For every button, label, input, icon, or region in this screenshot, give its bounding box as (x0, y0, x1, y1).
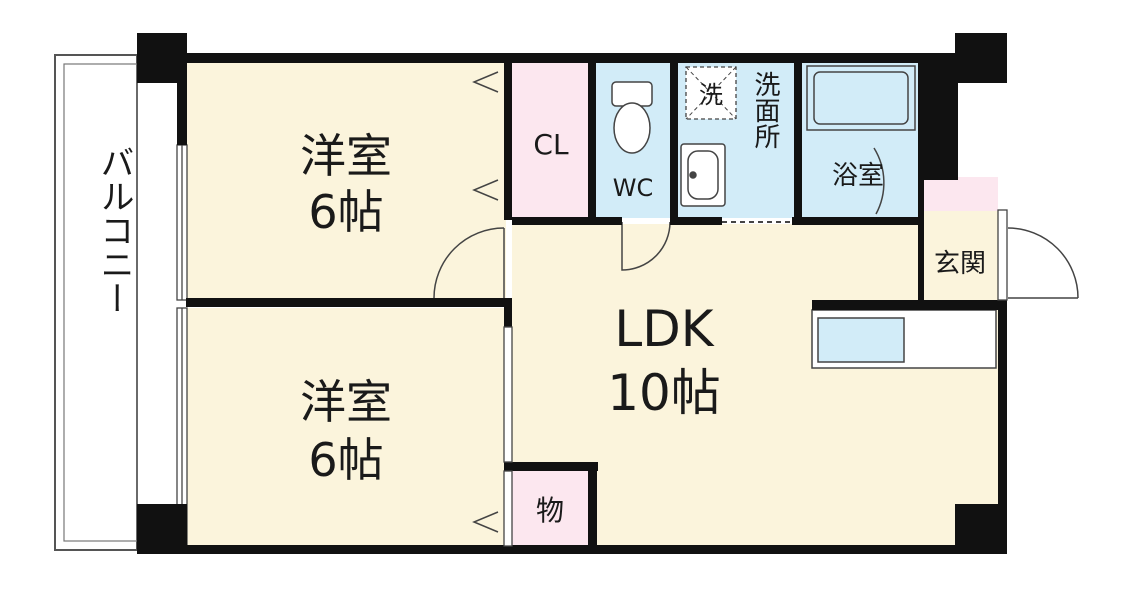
western-room-bottom-size: 6帖 (308, 433, 383, 487)
toilet-fixture (611, 81, 653, 154)
storage-label: 物 (536, 494, 564, 527)
walls (137, 33, 1007, 554)
western-room-top-name: 洋室 (300, 129, 392, 183)
entrance-floor (922, 210, 998, 300)
toilet-label: WC (613, 174, 654, 202)
western-room-bottom-floor (186, 308, 506, 546)
washing-machine-space (685, 66, 737, 120)
balcony-label: バルコニー (94, 145, 134, 315)
washbasin-fixture (680, 143, 726, 207)
balcony (54, 54, 138, 551)
western-room-bottom-name: 洋室 (300, 375, 392, 429)
closet-label: CL (533, 128, 569, 161)
western-room-top-floor (186, 62, 506, 300)
shoebox-floor (924, 177, 998, 211)
closet-floor (512, 62, 588, 218)
windows (176, 144, 188, 547)
western-room-top-size: 6帖 (308, 185, 383, 239)
kitchen-counter (811, 309, 997, 369)
bathtub-fixture (806, 65, 916, 131)
bathroom-label: 浴室 (832, 161, 884, 191)
washing-machine-label: 洗 (699, 81, 723, 109)
entrance-label: 玄関 (934, 249, 986, 279)
ldk-name: LDK (614, 300, 714, 358)
ldk-size: 10帖 (607, 364, 721, 422)
door-swings (433, 71, 1079, 533)
interior-sliding-doors (503, 209, 1008, 547)
washroom-label: 洗面所 (750, 71, 780, 149)
storage-floor (512, 470, 588, 546)
